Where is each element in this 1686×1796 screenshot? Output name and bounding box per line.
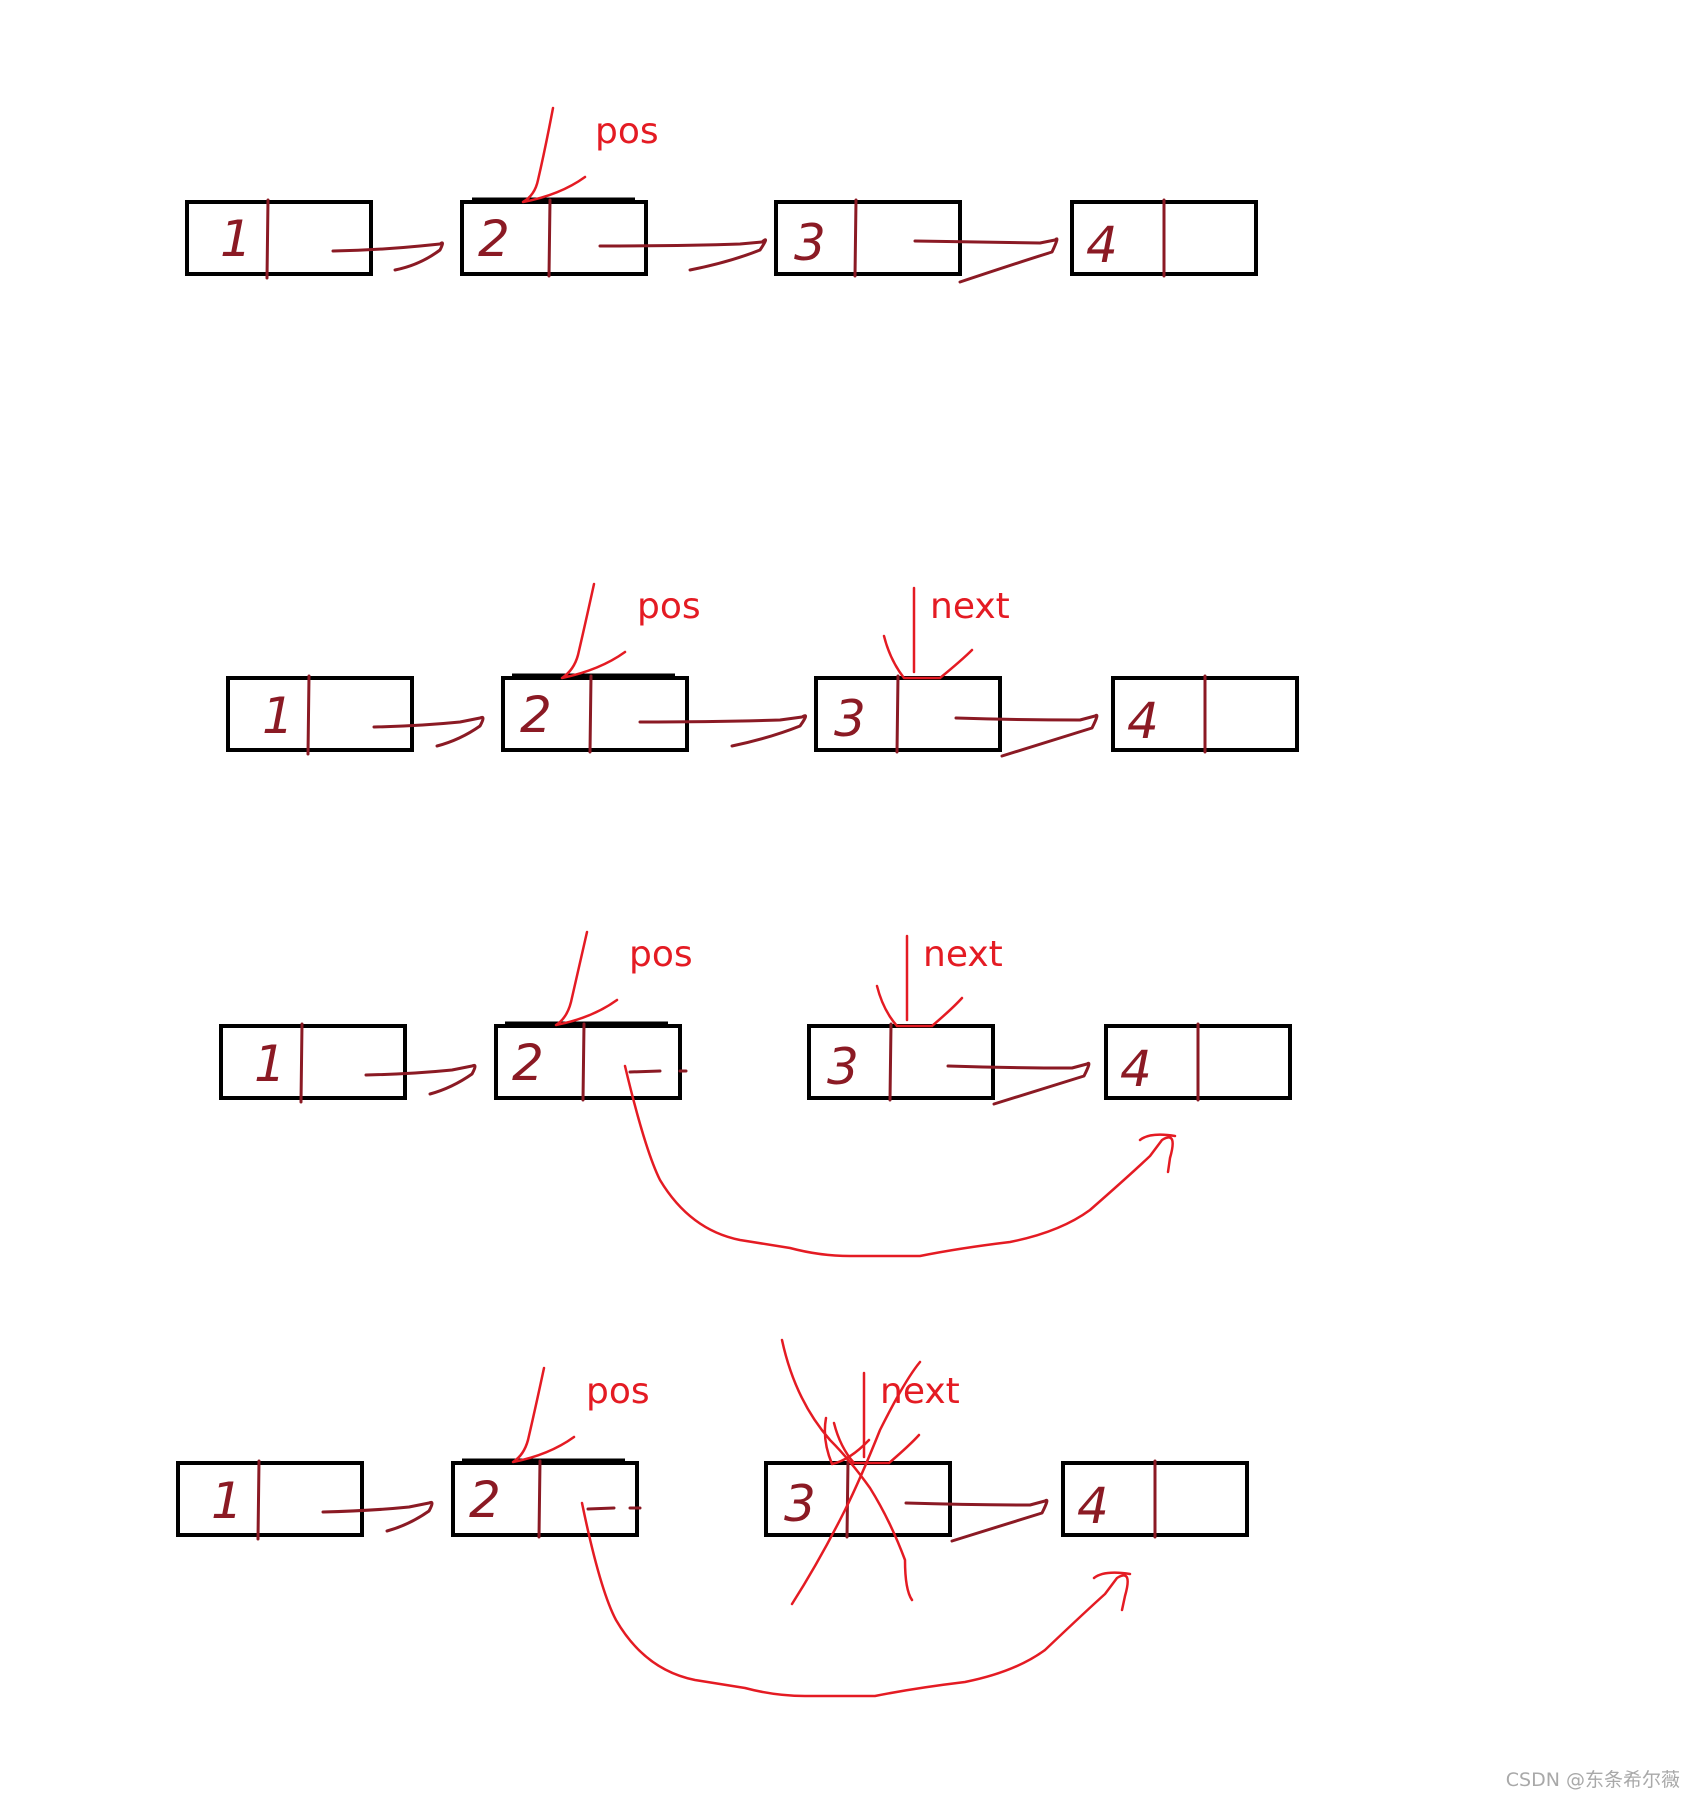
node-4: 4 [1111, 674, 1299, 754]
pos-label: pos [637, 586, 701, 627]
node-1: 1 [219, 1022, 407, 1104]
arrow-1-2 [321, 1500, 434, 1533]
row-3: 1 2 3 4 pos next [219, 930, 1292, 1258]
node-value: 4 [1120, 1040, 1152, 1098]
row-4: 1 2 3 4 pos next [176, 1338, 1249, 1698]
node-box [494, 1024, 682, 1100]
node-2: 2 [501, 673, 689, 754]
node-box [176, 1461, 364, 1537]
node-box [185, 200, 373, 276]
watermark-text: CSDN @东条希尔薇 [1506, 1769, 1680, 1791]
node-value: 3 [784, 1475, 816, 1533]
node-3: 3 [807, 1022, 995, 1102]
node-value: 2 [469, 1471, 501, 1529]
node-1: 1 [176, 1459, 364, 1541]
bypass-link-arrow [623, 1064, 1177, 1258]
arrow-3-4 [913, 237, 1059, 284]
node-2: 2 [494, 1021, 682, 1102]
node-divider [537, 1459, 542, 1539]
pos-pointer-arrow [554, 930, 619, 1027]
node-divider [547, 198, 552, 278]
node-box [219, 1024, 407, 1100]
node-divider [265, 198, 270, 280]
pos-pointer-arrow [511, 1366, 576, 1464]
next-label: next [880, 1371, 960, 1412]
dangling-link [628, 1069, 688, 1074]
node-divider [853, 198, 858, 278]
node-value: 1 [220, 210, 252, 268]
node-value: 1 [211, 1472, 243, 1530]
node-box [460, 200, 648, 276]
next-label: next [930, 586, 1010, 627]
arrow-1-2 [331, 241, 444, 272]
node-value: 4 [1086, 216, 1118, 274]
row-2: 1 2 3 4 pos next [226, 582, 1299, 758]
node-value: 2 [520, 686, 552, 744]
node-value: 3 [794, 214, 826, 272]
pos-label: pos [629, 934, 693, 975]
arrow-1-2 [372, 715, 485, 748]
node-4: 4 [1061, 1459, 1249, 1539]
node-4: 4 [1104, 1022, 1292, 1102]
node-3: 3 [814, 674, 1002, 754]
node-divider [845, 1459, 850, 1539]
node-2: 2 [451, 1458, 639, 1539]
node-4: 4 [1070, 198, 1258, 278]
node-value: 3 [834, 690, 866, 748]
node-value: 2 [478, 210, 510, 268]
node-divider [895, 674, 900, 754]
node-divider [299, 1022, 304, 1104]
node-box [226, 676, 414, 752]
node-value: 1 [254, 1035, 286, 1093]
dangling-link [586, 1506, 642, 1511]
node-divider [888, 1022, 893, 1102]
pos-label: pos [595, 111, 659, 152]
next-pointer-head [875, 984, 964, 1028]
node-box [451, 1461, 639, 1537]
pos-pointer-arrow [560, 582, 627, 680]
row-1: 1 2 3 4 pos [185, 106, 1258, 284]
delete-cross-mark [780, 1338, 922, 1606]
arrow-3-4 [946, 1061, 1091, 1106]
node-1: 1 [226, 674, 414, 756]
node-value: 2 [512, 1034, 544, 1092]
node-box [774, 200, 962, 276]
arrow-3-4 [904, 1498, 1049, 1543]
arrow-2-3 [598, 238, 767, 272]
next-pointer-head [882, 634, 974, 680]
node-divider [306, 674, 311, 756]
next-label: next [923, 934, 1003, 975]
pos-label: pos [586, 1371, 650, 1412]
arrow-2-3 [638, 714, 807, 748]
node-1: 1 [185, 198, 373, 280]
node-value: 4 [1127, 692, 1159, 750]
node-divider [256, 1459, 261, 1541]
node-divider [581, 1022, 586, 1102]
node-2: 2 [460, 197, 648, 278]
arrow-1-2 [364, 1063, 477, 1096]
node-value: 1 [262, 687, 294, 745]
node-3: 3 [774, 198, 962, 278]
node-divider [588, 674, 593, 754]
node-box [501, 676, 689, 752]
arrow-3-4 [954, 713, 1099, 758]
bypass-link-arrow [580, 1501, 1132, 1698]
next-pointer-head [832, 1421, 921, 1465]
pos-pointer-arrow [521, 106, 587, 204]
node-value: 3 [827, 1038, 859, 1096]
node-value: 4 [1077, 1477, 1109, 1535]
